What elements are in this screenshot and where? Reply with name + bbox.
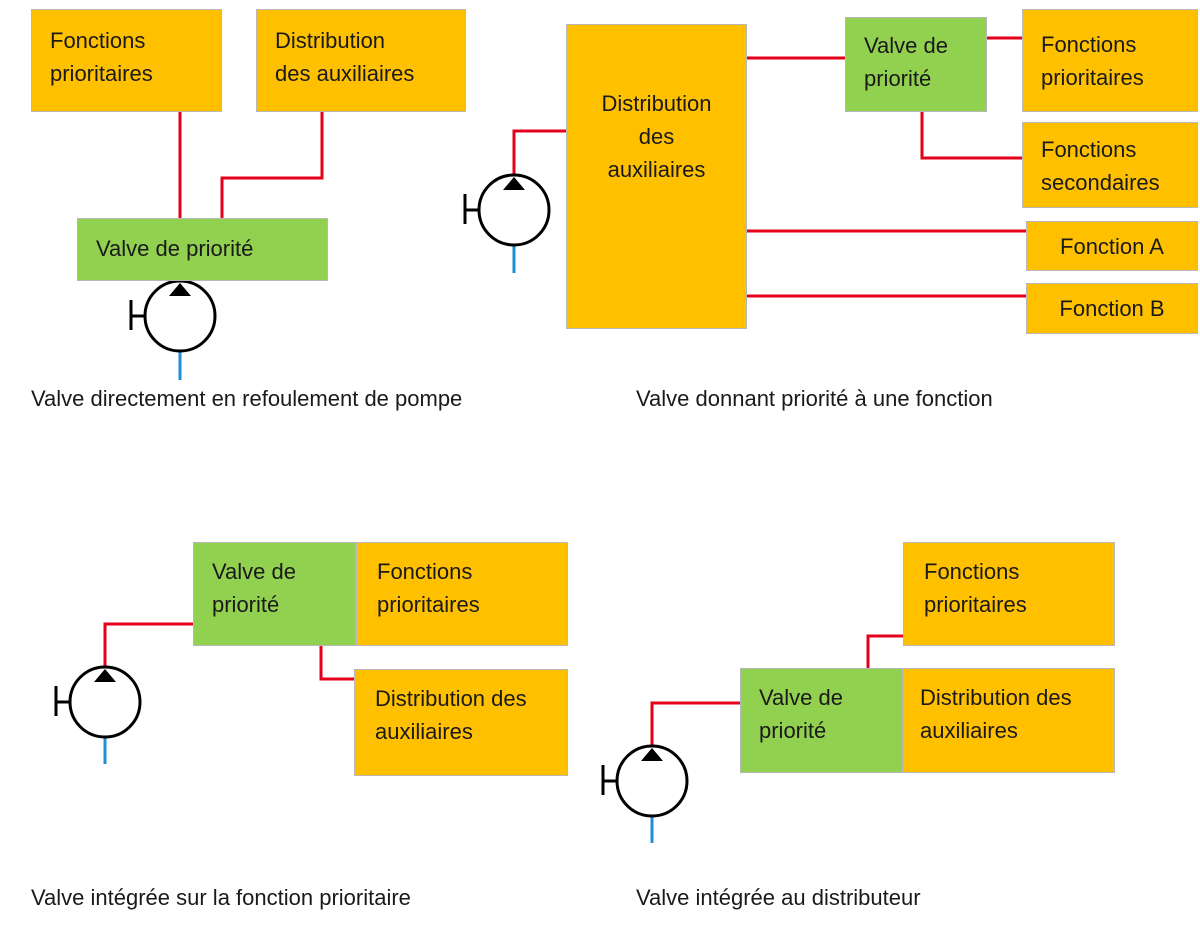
aux-distribution-label: Distribution des auxiliaires — [275, 28, 415, 86]
priority-functions-label: Fonctions prioritaires — [1041, 32, 1144, 90]
line-pump-to-valve — [103, 622, 193, 668]
hydraulic-pump-icon — [129, 279, 217, 353]
secondary-functions-label: Fonctions secondaires — [1041, 137, 1160, 195]
aux-distribution-box: Distribution des auxiliaires — [354, 669, 568, 776]
line-pump-to-distribution — [512, 129, 566, 180]
aux-distribution-label: Distribution des auxiliaires — [601, 91, 712, 182]
function-b-box: Fonction B — [1026, 283, 1198, 334]
pressure-lines — [103, 36, 1026, 748]
aux-distribution-box: Distribution des auxiliaires — [566, 24, 747, 329]
secondary-functions-box: Fonctions secondaires — [1022, 122, 1198, 208]
priority-functions-box: Fonctions prioritaires — [1022, 9, 1198, 112]
line-valve-to-aux-distribution — [220, 112, 324, 218]
diagram-caption: Valve directement en refoulement de pomp… — [31, 386, 463, 411]
line-valve-to-secondary-functions — [920, 112, 1022, 160]
priority-valve-label: Valve de priorité — [864, 33, 948, 91]
aux-distribution-label: Distribution des auxiliaires — [920, 685, 1072, 743]
aux-distribution-label: Distribution des auxiliaires — [375, 686, 527, 744]
priority-valve-label: Valve de priorité — [212, 559, 296, 617]
diagram-caption: Valve donnant priorité à une fonction — [636, 386, 993, 411]
priority-functions-box: Fonctions prioritaires — [356, 542, 568, 646]
priority-functions-label: Fonctions prioritaires — [377, 559, 480, 617]
priority-valve-box: Valve de priorité — [193, 542, 356, 646]
priority-functions-label: Fonctions prioritaires — [924, 559, 1027, 617]
hydraulic-pump-icon — [463, 173, 551, 247]
diagram-caption: Valve intégrée au distributeur — [636, 885, 921, 910]
priority-functions-box: Fonctions prioritaires — [903, 542, 1115, 646]
function-a-box: Fonction A — [1026, 221, 1198, 271]
line-valve-to-aux-distribution — [319, 646, 354, 681]
line-pump-to-valve — [650, 701, 740, 748]
hydraulic-pump-icon — [601, 744, 689, 818]
priority-functions-box: Fonctions prioritaires — [31, 9, 222, 112]
line-distribution-to-priority-functions — [866, 634, 903, 668]
diagram-caption: Valve intégrée sur la fonction prioritai… — [31, 885, 411, 910]
suction-lines — [103, 243, 654, 843]
priority-valve-box: Valve de priorité — [740, 668, 903, 773]
priority-valve-label: Valve de priorité — [96, 236, 254, 261]
priority-functions-label: Fonctions prioritaires — [50, 28, 153, 86]
function-b-label: Fonction B — [1059, 296, 1165, 321]
priority-valve-label: Valve de priorité — [759, 685, 843, 743]
priority-valve-box: Valve de priorité — [845, 17, 987, 112]
hydraulic-pump-icon — [54, 665, 142, 739]
aux-distribution-box: Distribution des auxiliaires — [903, 668, 1115, 773]
aux-distribution-box: Distribution des auxiliaires — [256, 9, 466, 112]
priority-valve-box: Valve de priorité — [77, 218, 328, 281]
function-a-label: Fonction A — [1060, 233, 1164, 259]
